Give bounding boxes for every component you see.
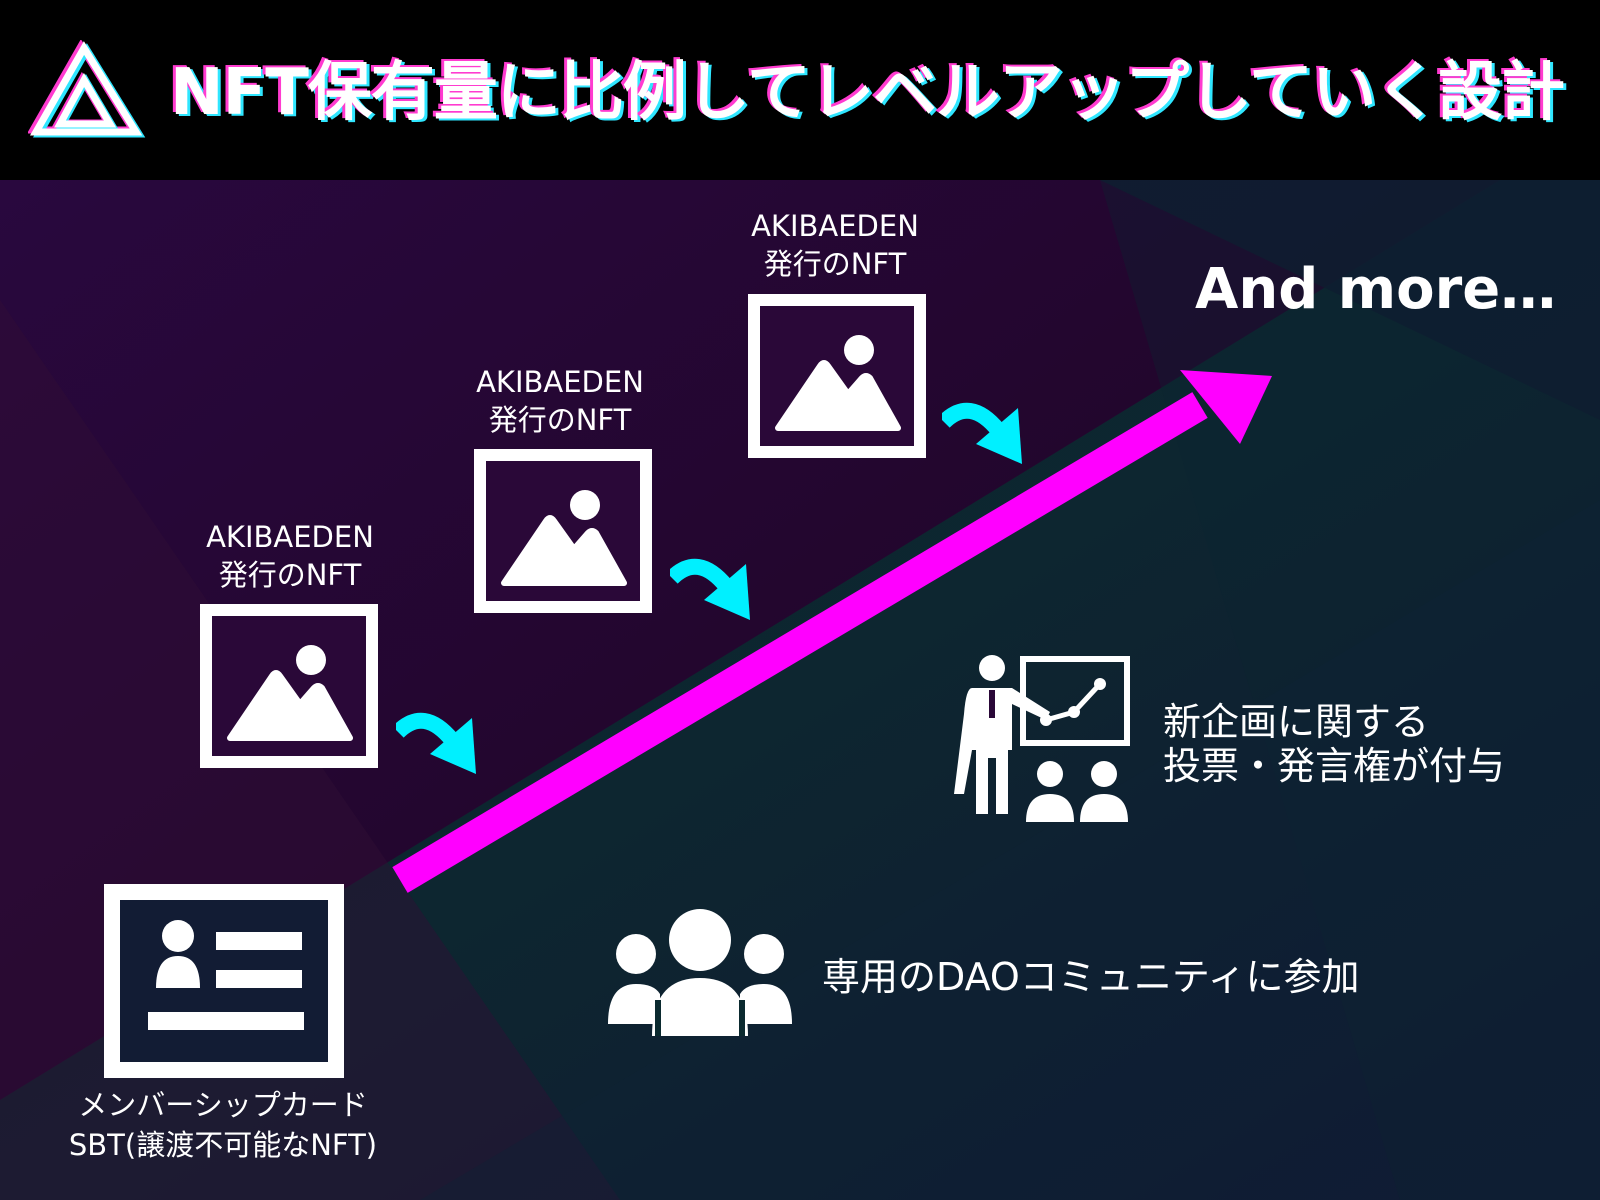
vote-line1: 新企画に関する	[1163, 700, 1430, 744]
image-placeholder-icon	[474, 449, 652, 613]
membership-card-text: メンバーシップカード SBT(譲渡不可能なNFT)	[28, 1085, 418, 1165]
small-arrow-icon	[942, 402, 1022, 464]
nft-label-line2: 発行のNFT	[218, 558, 362, 592]
small-arrow-icon	[670, 558, 750, 620]
community-group-icon	[608, 909, 792, 1036]
image-placeholder-icon	[200, 604, 378, 768]
nft-label-line2: 発行のNFT	[763, 247, 907, 281]
page-title: NFT保有量に比例してレベルアップしていく設計	[170, 56, 1565, 130]
membership-line1: メンバーシップカード	[78, 1088, 368, 1122]
presentation-icon	[954, 655, 1130, 822]
image-placeholder-icon	[748, 294, 926, 458]
nft-label-line1: AKIBAEDEN	[476, 365, 644, 399]
nft-label-3: AKIBAEDEN 発行のNFT	[715, 207, 955, 283]
header-bar: NFT保有量に比例してレベルアップしていく設計	[0, 0, 1600, 180]
nft-label-1: AKIBAEDEN 発行のNFT	[170, 518, 410, 594]
nft-label-2: AKIBAEDEN 発行のNFT	[440, 363, 680, 439]
dao-benefit-text: 専用のDAOコミュニティに参加	[822, 955, 1360, 999]
nft-label-line2: 発行のNFT	[488, 403, 632, 437]
membership-line2: SBT(譲渡不可能なNFT)	[68, 1128, 378, 1162]
id-card-icon	[104, 884, 344, 1078]
and-more-label: And more…	[1195, 257, 1557, 322]
vote-benefit-text: 新企画に関する 投票・発言権が付与	[1163, 700, 1505, 788]
nft-label-line1: AKIBAEDEN	[751, 209, 919, 243]
triangle-logo-icon	[28, 40, 146, 138]
small-arrow-icon	[396, 712, 476, 774]
nft-label-line1: AKIBAEDEN	[206, 520, 374, 554]
vote-line2: 投票・発言権が付与	[1163, 744, 1506, 788]
